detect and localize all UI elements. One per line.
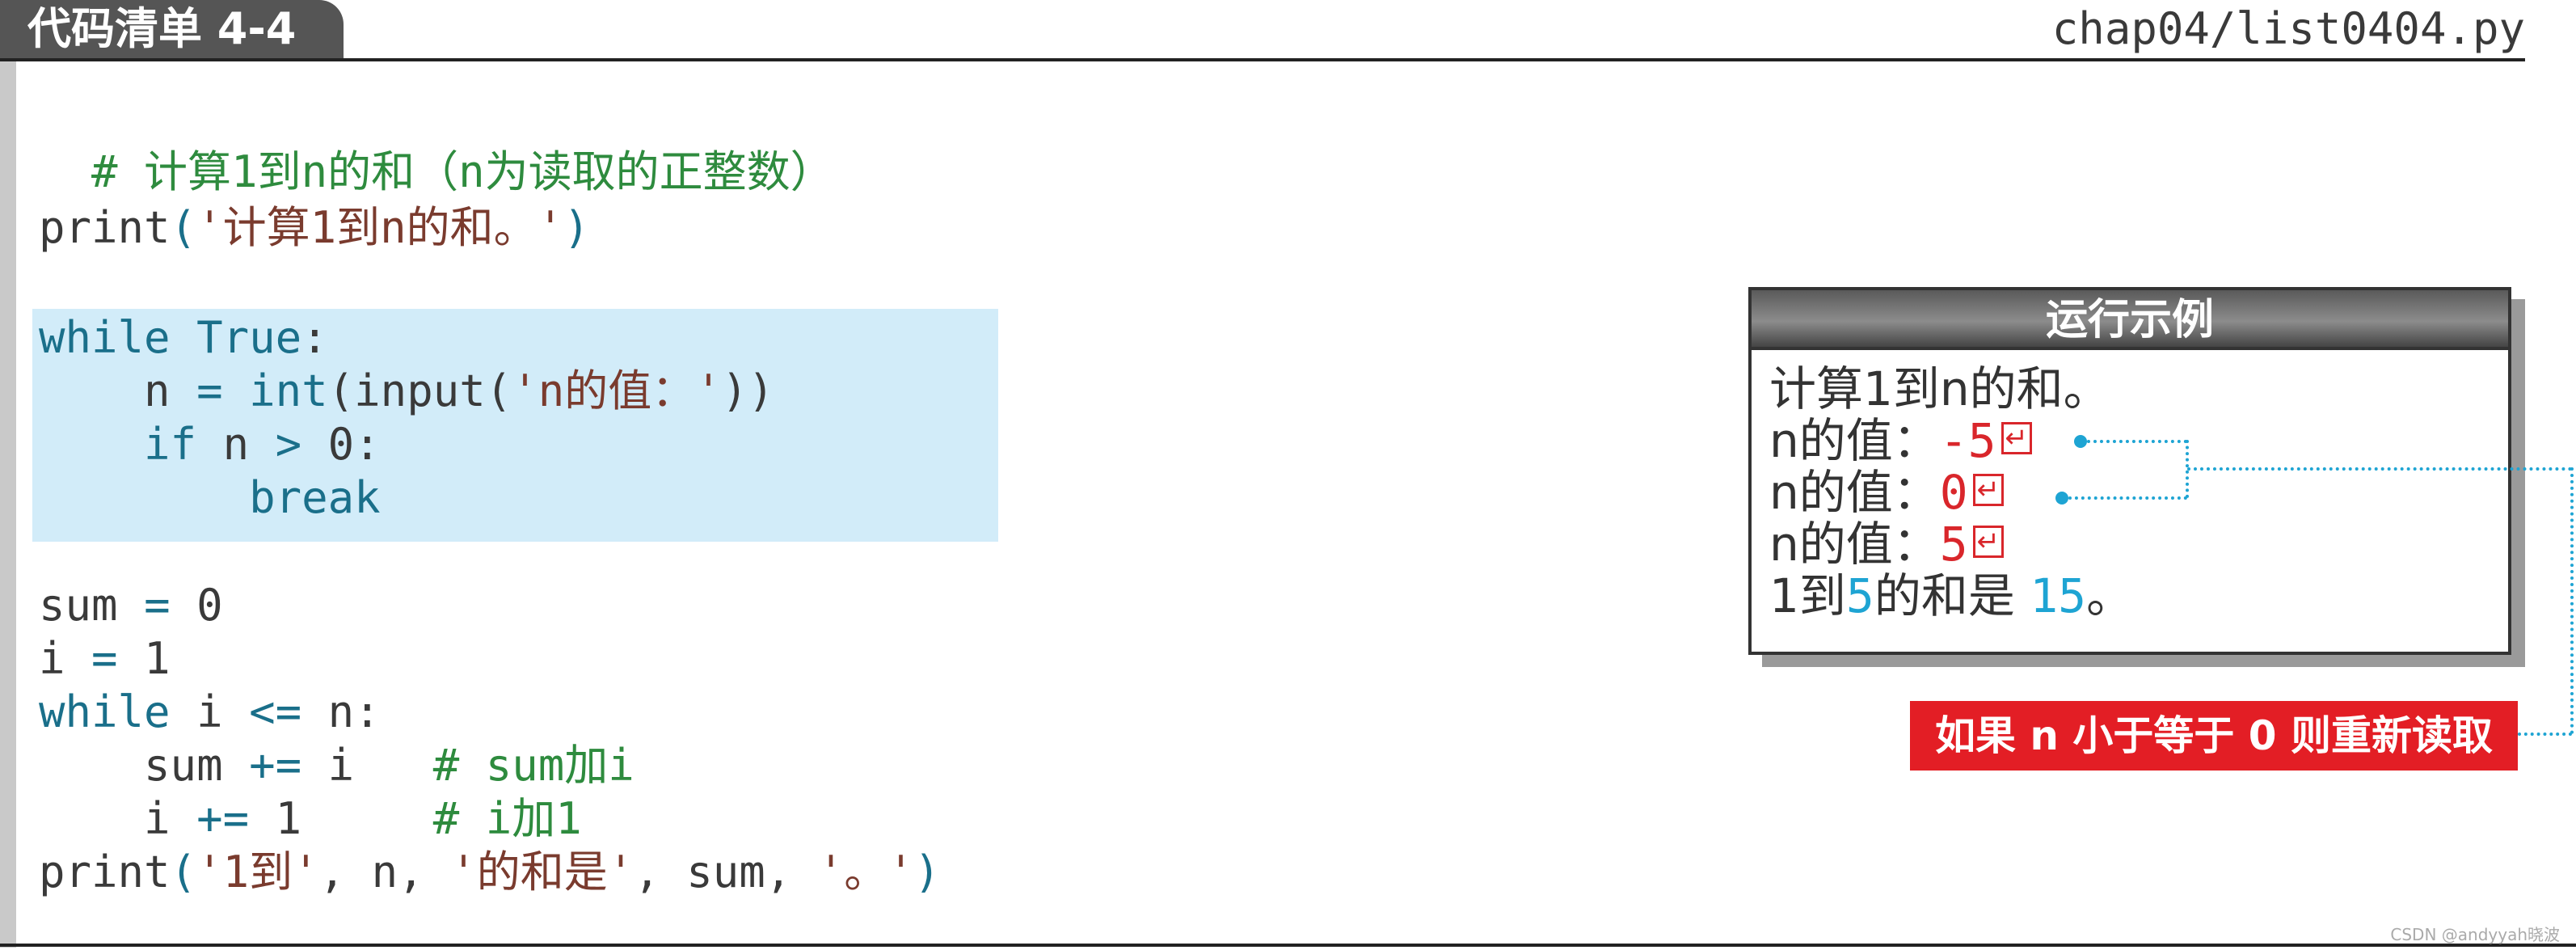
code-operator: = bbox=[91, 633, 118, 684]
code-comment: # sum加i bbox=[432, 740, 635, 791]
left-margin-bar bbox=[0, 61, 16, 948]
watermark: CSDN @andyyah晓波 bbox=[2390, 925, 2560, 944]
code-token: , sum, bbox=[634, 847, 818, 897]
code-operator: += bbox=[196, 793, 250, 844]
output-prompt: n的值： bbox=[1769, 517, 1940, 572]
code-token: sum bbox=[39, 580, 118, 631]
output-line-input-1: n的值：-5↵ bbox=[1769, 415, 2032, 467]
code-token: ) bbox=[563, 202, 590, 253]
callout-dot-1 bbox=[2074, 435, 2087, 448]
code-keyword: while bbox=[39, 312, 171, 363]
code-line-print-title: print('计算1到n的和。') bbox=[39, 201, 590, 255]
user-input-value: 5 bbox=[1939, 517, 1968, 572]
output-text: 1到 bbox=[1769, 568, 1846, 623]
code-keyword: True bbox=[196, 312, 302, 363]
enter-key-icon: ↵ bbox=[2001, 422, 2032, 454]
code-token: ) bbox=[913, 847, 941, 897]
code-token: n bbox=[222, 419, 250, 470]
code-comment: # 计算1到n的和（n为读取的正整数） bbox=[91, 146, 834, 197]
callout-connector bbox=[2187, 467, 2572, 471]
code-operator: > bbox=[275, 419, 302, 470]
code-line-while-i: while i <= n: bbox=[39, 686, 381, 739]
code-string: '。' bbox=[817, 847, 914, 897]
bottom-divider bbox=[0, 944, 2576, 947]
code-line-if: if n > 0: bbox=[39, 418, 381, 471]
code-token: print bbox=[39, 847, 171, 897]
code-string: '的和是' bbox=[450, 847, 635, 897]
code-line-while-true: while True: bbox=[39, 311, 328, 365]
code-token: 0 bbox=[196, 580, 223, 631]
code-token: ( bbox=[170, 202, 197, 253]
code-keyword: while bbox=[39, 686, 171, 737]
code-token: )) bbox=[721, 365, 774, 416]
code-line-break: break bbox=[39, 471, 381, 525]
output-prompt: n的值： bbox=[1769, 413, 1940, 468]
code-builtin: int bbox=[249, 365, 328, 416]
output-text: 计算1到n的和。 bbox=[1769, 361, 2110, 416]
code-token: , n, bbox=[318, 847, 451, 897]
code-token: ( bbox=[170, 847, 197, 897]
user-input-value: 0 bbox=[1939, 465, 1968, 520]
callout-connector bbox=[2068, 496, 2187, 500]
output-value: 15 bbox=[2030, 568, 2087, 623]
code-token: n bbox=[144, 365, 171, 416]
output-text: 的和是 bbox=[1874, 568, 2030, 623]
output-line-title: 计算1到n的和。 bbox=[1769, 363, 2110, 415]
code-operator: = bbox=[196, 365, 223, 416]
code-line-i-add: i += 1 # i加1 bbox=[39, 792, 582, 846]
code-token: i bbox=[39, 633, 65, 684]
code-line-i-init: i = 1 bbox=[39, 632, 171, 686]
header-divider bbox=[0, 58, 2525, 61]
code-line-sum-add: sum += i # sum加i bbox=[39, 739, 635, 792]
callout-note: 如果 n 小于等于 0 则重新读取 bbox=[1910, 701, 2518, 771]
code-token: 0: bbox=[327, 419, 381, 470]
output-value: 5 bbox=[1845, 568, 1874, 623]
code-token: i bbox=[196, 686, 223, 737]
user-input-value: -5 bbox=[1939, 413, 1996, 468]
enter-key-icon: ↵ bbox=[1972, 526, 2004, 558]
enter-key-icon: ↵ bbox=[1972, 474, 2004, 506]
output-line-input-2: n的值：0↵ bbox=[1769, 467, 2004, 518]
code-line-print-result: print('1到', n, '的和是', sum, '。') bbox=[39, 846, 940, 899]
code-string: '计算1到n的和。' bbox=[196, 202, 564, 253]
code-token: print bbox=[39, 202, 171, 253]
output-prompt: n的值： bbox=[1769, 465, 1940, 520]
code-token: (input( bbox=[327, 365, 512, 416]
code-operator: <= bbox=[249, 686, 302, 737]
run-example-box: 运行示例 计算1到n的和。 n的值：-5↵ n的值：0↵ n的值：5↵ 1到5的… bbox=[1748, 287, 2511, 655]
code-comment: # i加1 bbox=[432, 793, 582, 844]
code-token: i bbox=[144, 793, 171, 844]
code-string: 'n的值：' bbox=[512, 365, 722, 416]
output-text: 。 bbox=[2086, 568, 2134, 623]
while-loop-highlight bbox=[32, 309, 998, 542]
code-line-comment: # 计算1到n的和（n为读取的正整数） bbox=[39, 92, 834, 199]
callout-connector bbox=[2518, 733, 2572, 736]
run-example-title: 运行示例 bbox=[1752, 290, 2508, 350]
code-line-input: n = int(input('n的值：')) bbox=[39, 365, 774, 418]
callout-connector bbox=[2570, 467, 2574, 734]
file-path: chap04/list0404.py bbox=[2051, 3, 2525, 54]
code-token: n: bbox=[327, 686, 381, 737]
code-keyword: if bbox=[144, 419, 197, 470]
code-token: 1 bbox=[275, 793, 302, 844]
callout-dot-2 bbox=[2055, 492, 2068, 505]
code-operator: = bbox=[144, 580, 171, 631]
code-token: sum bbox=[144, 740, 223, 791]
callout-connector bbox=[2087, 440, 2187, 443]
code-string: '1到' bbox=[196, 847, 319, 897]
code-token: 1 bbox=[144, 633, 171, 684]
code-token: : bbox=[301, 312, 328, 363]
code-listing-tab: 代码清单 4-4 bbox=[0, 0, 344, 58]
code-token: i bbox=[327, 740, 355, 791]
output-line-result: 1到5的和是 15。 bbox=[1769, 570, 2133, 622]
code-operator: += bbox=[249, 740, 302, 791]
code-line-sum-init: sum = 0 bbox=[39, 579, 223, 632]
output-line-input-3: n的值：5↵ bbox=[1769, 518, 2004, 570]
code-keyword: break bbox=[249, 472, 381, 523]
